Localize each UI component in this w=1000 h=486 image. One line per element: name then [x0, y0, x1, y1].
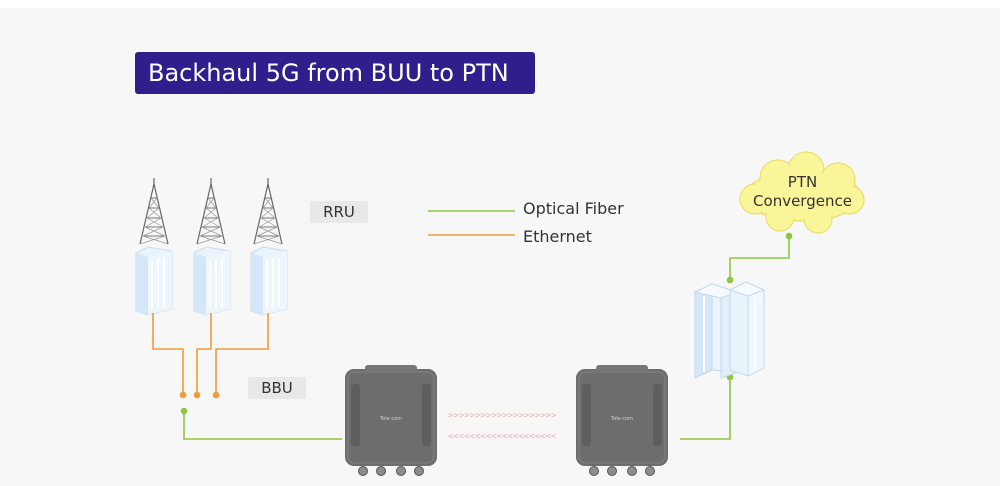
cloud-label-line1: PTN	[787, 173, 818, 191]
fiber-links	[183, 236, 790, 440]
cloud-label: PTN Convergence	[740, 173, 865, 211]
tower-icon	[139, 177, 169, 245]
rru-icon	[193, 246, 231, 316]
tower-icon	[253, 177, 283, 245]
link-arrows-left: <<<<<<<<<<<<<<<<<<<<	[448, 432, 557, 442]
cloud-icon	[739, 151, 865, 234]
legend-fiber-label: Optical Fiber	[523, 199, 624, 218]
legend-ethernet-label: Ethernet	[523, 227, 592, 246]
cloud-label-line2: Convergence	[753, 192, 852, 210]
rru-icon	[250, 246, 288, 316]
rru-label: RRU	[310, 201, 368, 223]
server-rack-icon	[693, 281, 766, 379]
device-brand-right: Tele·com	[610, 416, 633, 422]
link-arrows-right: >>>>>>>>>>>>>>>>>>>>	[448, 411, 557, 421]
ethernet-ports	[179, 391, 220, 399]
rru-icon	[135, 246, 173, 316]
tower-icon	[196, 177, 226, 245]
bbu-label: BBU	[248, 377, 306, 399]
device-brand-left: Tele·com	[379, 416, 402, 422]
page-title: Backhaul 5G from BUU to PTN	[135, 52, 535, 94]
ethernet-links	[152, 313, 269, 394]
